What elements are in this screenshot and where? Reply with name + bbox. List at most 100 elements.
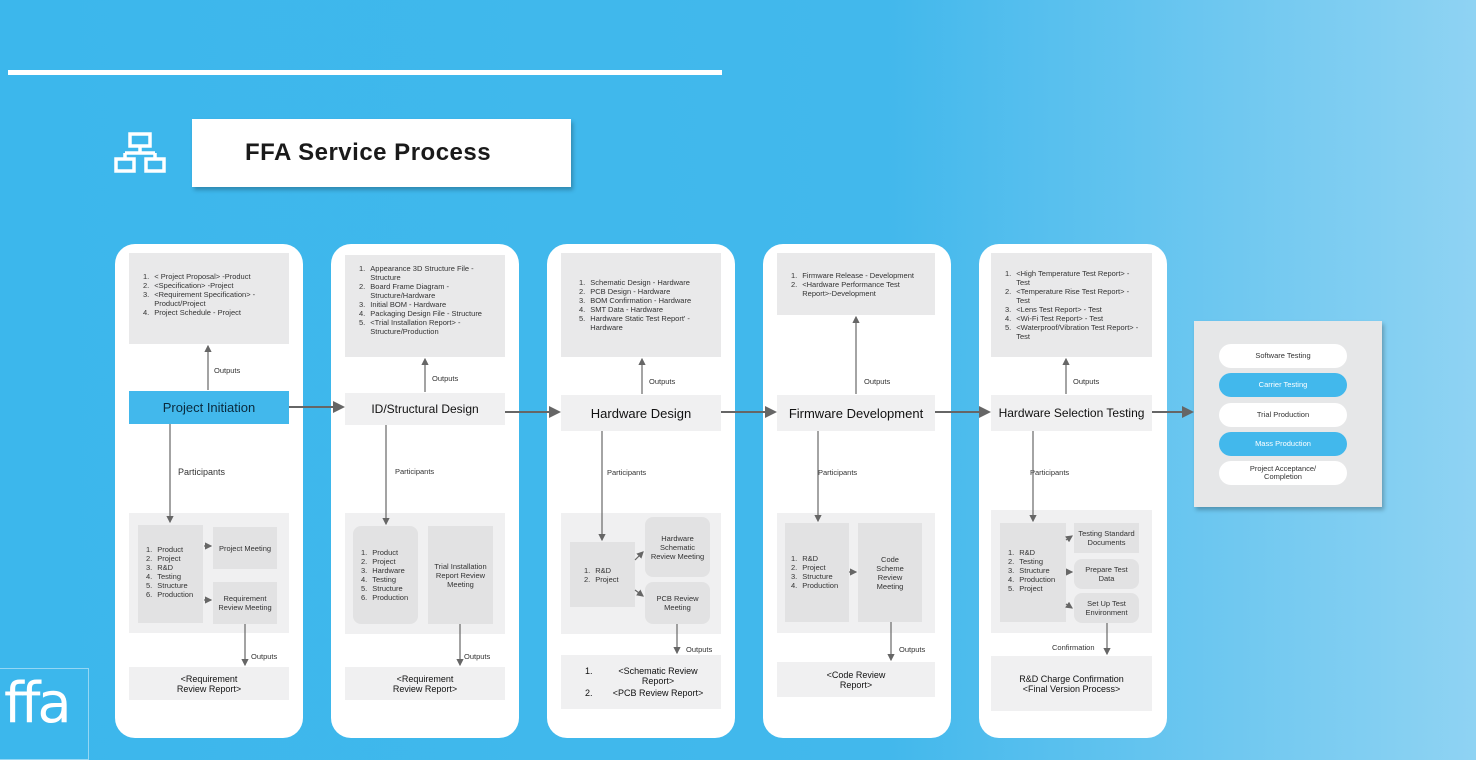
outputs-box-4: 1.Firmware Release - Development 2.<Hard… bbox=[777, 253, 935, 315]
participant-item: 6.Production bbox=[146, 590, 194, 599]
output-item: 3.<Lens Test Report> - Test bbox=[1005, 305, 1102, 314]
participants-label: Participants bbox=[607, 468, 647, 477]
header-divider bbox=[8, 70, 722, 75]
outputs-label: Outputs bbox=[649, 377, 676, 386]
report-item: 2. <PCB Review Report> bbox=[585, 688, 704, 698]
participants-label: Participants bbox=[178, 467, 226, 477]
participant-item: 2.Project bbox=[584, 575, 619, 584]
participant-item: 1.R&D bbox=[1008, 548, 1036, 557]
requirement-review-report-2: <Requirement Review Report> bbox=[345, 667, 505, 700]
stage-hardware-design: Hardware Design bbox=[561, 395, 721, 431]
participants-list-2: 1.Product 2.Project 3.Hardware 4.Testing… bbox=[353, 526, 418, 624]
output-item: 2.Board Frame Diagram - Structure/Hardwa… bbox=[359, 282, 450, 300]
project-meeting-box: Project Meeting bbox=[213, 527, 277, 569]
output-item: 2.<Hardware Performance Test Report>-Dev… bbox=[791, 280, 900, 298]
prepare-test-data-box: Prepare Test Data bbox=[1074, 559, 1139, 589]
participant-item: 1.R&D bbox=[584, 566, 612, 575]
rd-charge-confirmation: R&D Charge Confirmation <Final Version P… bbox=[991, 656, 1152, 711]
output-item: 4.<Wi-Fi Test Report> - Test bbox=[1005, 314, 1104, 323]
outputs-label: Outputs bbox=[1073, 377, 1100, 386]
outputs-label: Outputs bbox=[432, 374, 459, 383]
code-scheme-review-meeting-box: Code Scheme Review Meeting bbox=[858, 523, 922, 622]
outputs-label: Outputs bbox=[214, 366, 241, 375]
network-icon bbox=[114, 132, 166, 173]
carrier-testing-pill: Carrier Testing bbox=[1219, 373, 1347, 397]
outputs-box-5: 1.<High Temperature Test Report> - Test … bbox=[991, 253, 1152, 357]
output-item: 4.SMT Data - Hardware bbox=[579, 305, 664, 314]
set-up-test-environment-box: Set Up Test Environment bbox=[1074, 593, 1139, 623]
mass-production-pill: Mass Production bbox=[1219, 432, 1347, 456]
code-review-report: <Code Review Report> bbox=[777, 662, 935, 697]
output-item: 3.Initial BOM - Hardware bbox=[359, 300, 447, 309]
participant-item: 6.Production bbox=[361, 593, 409, 602]
outputs-box-1: 1.< Project Proposal> -Product 2.<Specif… bbox=[129, 253, 289, 344]
participants-list-4: 1.R&D 2.Project 3.Structure 4.Production bbox=[785, 523, 849, 622]
output-item: 2.PCB Design - Hardware bbox=[579, 287, 671, 296]
stage-project-initiation: Project Initiation bbox=[129, 391, 289, 424]
requirement-review-meeting-box: Requirement Review Meeting bbox=[213, 582, 277, 624]
outputs-label: Outputs bbox=[864, 377, 891, 386]
output-item: 1.<High Temperature Test Report> - Test bbox=[1005, 269, 1130, 287]
output-item: 1.Schematic Design - Hardware bbox=[579, 278, 690, 287]
participants-label: Participants bbox=[818, 468, 858, 477]
software-testing-pill: Software Testing bbox=[1219, 344, 1347, 368]
participant-item: 2.Project bbox=[791, 563, 826, 572]
participants-list-1: 1.Product 2.Project 3.R&D 4.Testing 5.St… bbox=[138, 525, 203, 623]
testing-standard-documents-box: Testing Standard Documents bbox=[1074, 523, 1139, 553]
participants-list-3: 1.R&D 2.Project bbox=[570, 542, 635, 607]
requirement-review-report: <Requirement Review Report> bbox=[129, 667, 289, 700]
output-item: 1.Firmware Release - Development bbox=[791, 271, 914, 280]
participant-item: 2.Project bbox=[361, 557, 396, 566]
report-item: 1. <Schematic Review Report> bbox=[585, 666, 698, 686]
participant-item: 2.Project bbox=[146, 554, 181, 563]
confirmation-label: Confirmation bbox=[1052, 643, 1095, 652]
participant-item: 4.Testing bbox=[146, 572, 182, 581]
participant-item: 3.Hardware bbox=[361, 566, 405, 575]
participant-item: 3.R&D bbox=[146, 563, 174, 572]
participant-item: 4.Production bbox=[791, 581, 839, 590]
output-item: 2.<Specification> -Project bbox=[143, 281, 234, 290]
output-item: 4.Packaging Design File - Structure bbox=[359, 309, 482, 318]
participant-item: 3.Structure bbox=[1008, 566, 1050, 575]
page-title: FFA Service Process bbox=[192, 119, 571, 187]
outputs-box-3: 1.Schematic Design - Hardware 2.PCB Desi… bbox=[561, 253, 721, 357]
trial-installation-review-meeting-box: Trial Installation Report Review Meeting bbox=[428, 526, 493, 624]
participant-item: 5.Structure bbox=[146, 581, 188, 590]
outputs-label: Outputs bbox=[686, 645, 713, 654]
output-item: 3.BOM Confirmation - Hardware bbox=[579, 296, 692, 305]
participant-item: 4.Testing bbox=[361, 575, 397, 584]
participants-label: Participants bbox=[1030, 468, 1070, 477]
outputs-label: Outputs bbox=[464, 652, 491, 661]
stage-hardware-selection-testing: Hardware Selection Testing bbox=[991, 395, 1152, 431]
trial-production-pill: Trial Production bbox=[1219, 403, 1347, 427]
participant-item: 1.Product bbox=[361, 548, 399, 557]
outputs-label: Outputs bbox=[899, 645, 926, 654]
output-item: 2.<Temperature Rise Test Report> - Test bbox=[1005, 287, 1130, 305]
participant-item: 4.Production bbox=[1008, 575, 1056, 584]
project-acceptance-pill: Project Acceptance/ Completion bbox=[1219, 461, 1347, 485]
output-item: 5.<Waterproof/Vibration Test Report> - T… bbox=[1005, 323, 1139, 341]
participant-item: 5.Structure bbox=[361, 584, 403, 593]
participant-item: 5.Project bbox=[1008, 584, 1043, 593]
output-item: 4.Project Schedule - Project bbox=[143, 308, 241, 317]
hardware-schematic-review-meeting-box: Hardware Schematic Review Meeting bbox=[645, 517, 710, 577]
final-stages-panel: Software Testing Carrier Testing Trial P… bbox=[1194, 321, 1382, 507]
column-firmware-development bbox=[763, 244, 951, 738]
participants-list-5: 1.R&D 2.Testing 3.Structure 4.Production… bbox=[1000, 523, 1066, 622]
outputs-label: Outputs bbox=[251, 652, 278, 661]
stage-structural-design: ID/Structural Design bbox=[345, 393, 505, 425]
outputs-box-2: 1.Appearance 3D Structure File - Structu… bbox=[345, 255, 505, 357]
output-item: 1.Appearance 3D Structure File - Structu… bbox=[359, 264, 474, 282]
output-item: 1.< Project Proposal> -Product bbox=[143, 272, 251, 281]
participant-item: 1.R&D bbox=[791, 554, 819, 563]
pcb-review-meeting-box: PCB Review Meeting bbox=[645, 582, 710, 624]
output-item: 5.Hardware Static Test Report' - Hardwar… bbox=[579, 314, 690, 332]
participant-item: 1.Product bbox=[146, 545, 184, 554]
hardware-design-reports: 1. <Schematic Review Report> 2. <PCB Rev… bbox=[561, 655, 721, 709]
participant-item: 2.Testing bbox=[1008, 557, 1044, 566]
participant-item: 3.Structure bbox=[791, 572, 833, 581]
participants-label: Participants bbox=[395, 467, 435, 476]
output-item: 5.<Trial Installation Report> -Structure… bbox=[359, 318, 461, 336]
stage-firmware-development: Firmware Development bbox=[777, 395, 935, 431]
output-item: 3.<Requirement Specification> -Product/P… bbox=[143, 290, 256, 308]
